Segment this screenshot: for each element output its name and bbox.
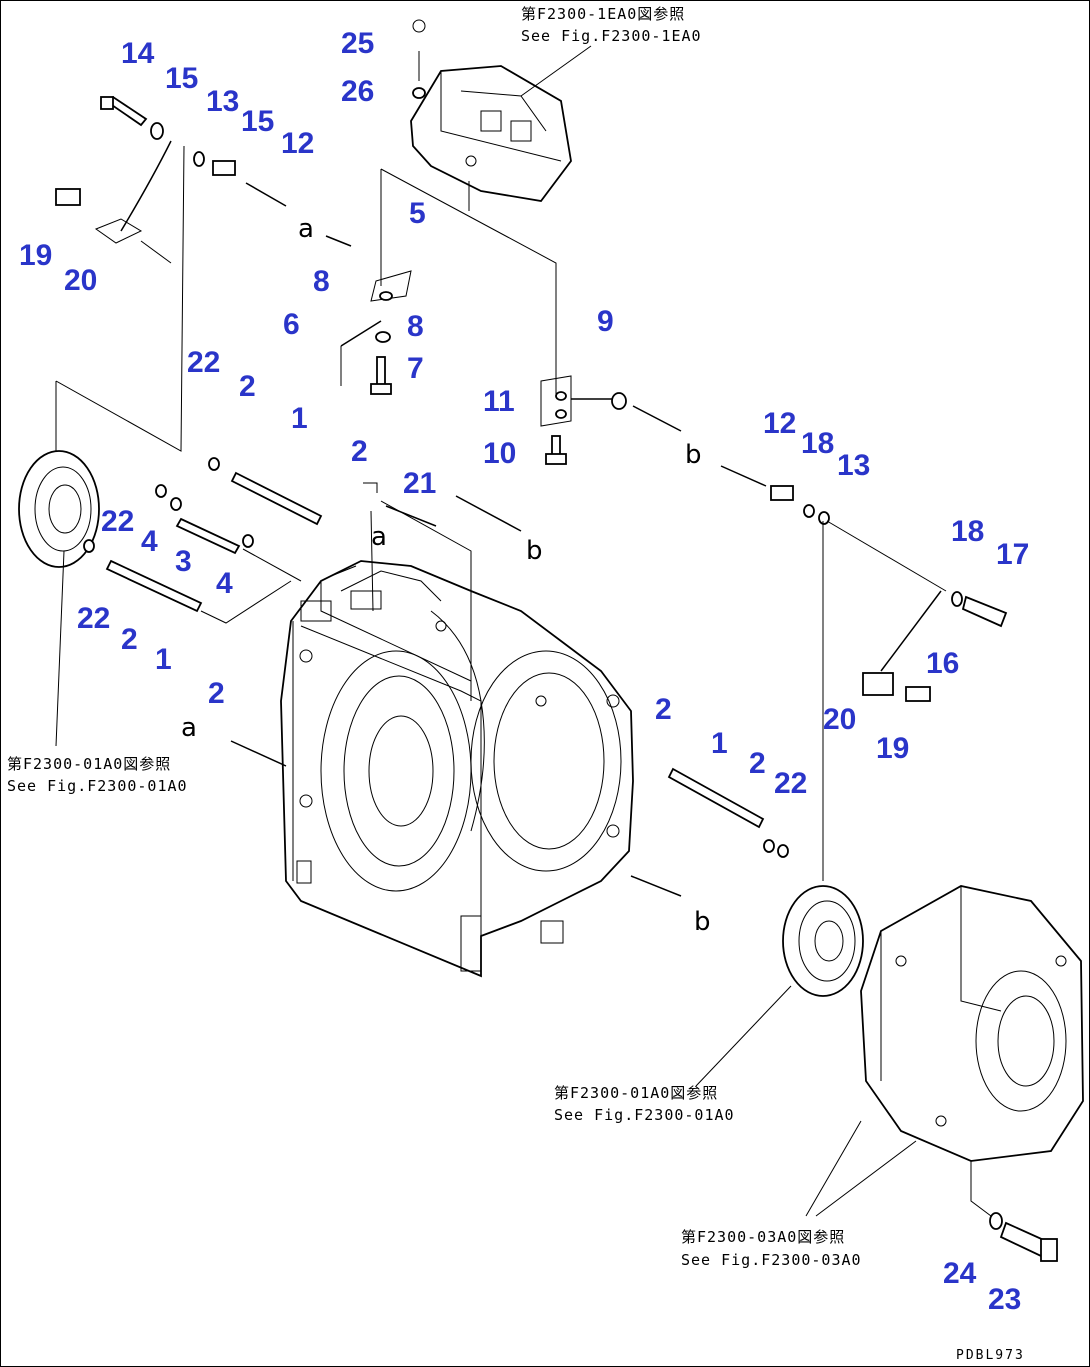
leader-lines (55, 45, 992, 1217)
callout-12: 12 (763, 407, 796, 440)
callout-17: 17 (996, 538, 1029, 571)
callout-15: 15 (241, 105, 274, 138)
callout-12: 12 (281, 127, 314, 160)
callout-20: 20 (64, 264, 97, 297)
callout-22: 22 (187, 346, 220, 379)
drawing-code: PDBL973 (956, 1348, 1025, 1363)
letter-a: b (526, 536, 543, 566)
callout-numbers: 14 15 13 15 12 19 20 25 26 5 8 6 8 7 9 1… (19, 27, 1029, 1316)
callout-2: 2 (655, 693, 672, 726)
callout-16: 16 (926, 647, 959, 680)
callout-2: 2 (121, 623, 138, 656)
letter-a: a (181, 713, 197, 743)
callout-8: 8 (313, 265, 330, 298)
callout-2: 2 (749, 747, 766, 780)
callout-1: 1 (291, 402, 308, 435)
letter-a: a (298, 214, 314, 244)
callout-1: 1 (711, 727, 728, 760)
callout-11: 11 (483, 385, 515, 418)
connection-letters: a b a b a b (181, 214, 711, 937)
callout-4: 4 (216, 567, 233, 600)
callout-22: 22 (101, 505, 134, 538)
letter-b: b (685, 440, 702, 470)
control-valve (410, 65, 572, 202)
reference-jp: 第F2300-01A0図参照 (7, 755, 171, 773)
callout-1: 1 (155, 643, 172, 676)
callout-3: 3 (175, 545, 192, 578)
callout-13: 13 (837, 449, 870, 482)
callout-9: 9 (597, 305, 614, 338)
callout-4: 4 (141, 525, 158, 558)
callout-2: 2 (239, 370, 256, 403)
reference-en: See Fig.F2300-03A0 (681, 1251, 862, 1269)
callout-22: 22 (774, 767, 807, 800)
pipes (105, 471, 765, 829)
callout-5: 5 (409, 197, 426, 230)
callout-19: 19 (876, 732, 909, 765)
callout-19: 19 (19, 239, 52, 272)
reference-jp: 第F2300-03A0図参照 (681, 1228, 845, 1246)
callout-22: 22 (77, 602, 110, 635)
callout-24: 24 (943, 1257, 977, 1290)
callout-15: 15 (165, 62, 198, 95)
transmission-case (280, 560, 634, 978)
callout-18: 18 (801, 427, 834, 460)
letter-b: b (694, 907, 711, 937)
right-flange-cover (782, 885, 864, 997)
callout-2: 2 (208, 677, 225, 710)
callout-18: 18 (951, 515, 984, 548)
rear-housing (860, 885, 1084, 1162)
reference-en: See Fig.F2300-01A0 (554, 1106, 735, 1124)
callout-13: 13 (206, 85, 239, 118)
callout-8: 8 (407, 310, 424, 343)
reference-jp: 第F2300-01A0図参照 (554, 1084, 718, 1102)
small-parts (55, 19, 1058, 1262)
callout-7: 7 (407, 352, 424, 385)
callout-25: 25 (341, 27, 374, 60)
callout-10: 10 (483, 437, 516, 470)
left-flange-cover (18, 450, 100, 568)
callout-26: 26 (341, 75, 374, 108)
callout-20: 20 (823, 703, 856, 736)
reference-jp: 第F2300-1EA0図参照 (521, 5, 685, 23)
letter-b: a (371, 522, 387, 552)
figure-references: 第F2300-1EA0図参照 See Fig.F2300-1EA0 第F2300… (7, 5, 862, 1269)
callout-21: 21 (403, 467, 436, 500)
callout-14: 14 (121, 37, 155, 70)
callout-6: 6 (283, 308, 300, 341)
reference-en: See Fig.F2300-1EA0 (521, 27, 702, 45)
callout-2: 2 (351, 435, 368, 468)
callout-23: 23 (988, 1283, 1021, 1316)
reference-en: See Fig.F2300-01A0 (7, 777, 188, 795)
